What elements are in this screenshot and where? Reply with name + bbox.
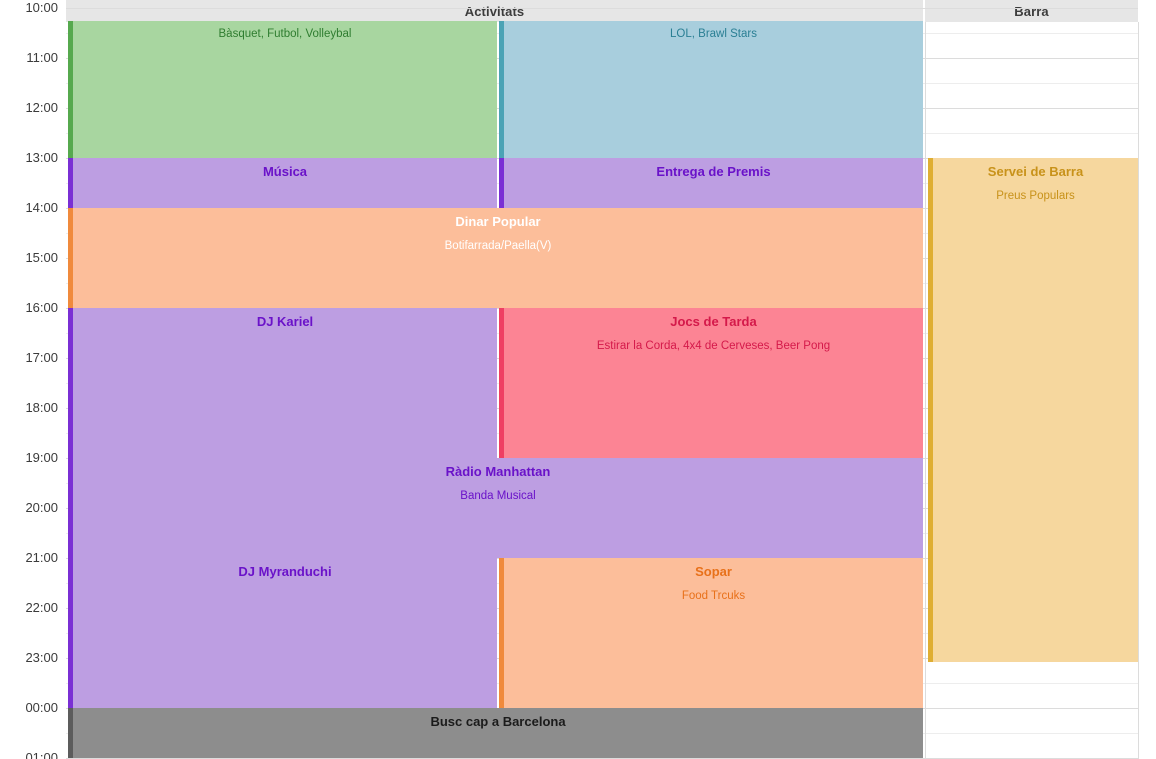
time-label: 10:00 — [25, 0, 58, 15]
time-label: 01:00 — [25, 750, 58, 759]
time-label: 00:00 — [25, 700, 58, 715]
event-busc-cap-a-barcelona[interactable]: Busc cap a Barcelona — [68, 708, 923, 758]
event-esports[interactable]: Bàsquet, Futbol, Volleybal — [68, 20, 497, 158]
event-subtitle: Preus Populars — [996, 190, 1075, 203]
time-label: 18:00 — [25, 400, 58, 415]
time-label: 16:00 — [25, 300, 58, 315]
event-title: Jocs de Tarda — [670, 314, 757, 329]
event-dj-myranduchi[interactable]: DJ Myranduchi — [68, 558, 497, 708]
grid-line-hour — [66, 8, 1138, 9]
time-label: 23:00 — [25, 650, 58, 665]
column-header-activitats[interactable]: Activitats — [66, 0, 924, 22]
time-axis: 10:00 11:00 12:00 13:00 14:00 15:00 16:00 17:00… — [0, 0, 66, 759]
event-subtitle: Botifarrada/Paella(V) — [444, 240, 552, 253]
event-title: Sopar — [695, 564, 732, 579]
time-label: 21:00 — [25, 550, 58, 565]
event-subtitle: Bàsquet, Futbol, Volleybal — [218, 27, 352, 40]
event-title: Dinar Popular — [455, 214, 541, 229]
event-title: Busc cap a Barcelona — [430, 714, 566, 729]
time-label: 12:00 — [25, 100, 58, 115]
event-title: Ràdio Manhattan — [445, 464, 551, 479]
time-label: 19:00 — [25, 450, 58, 465]
event-subtitle: Estirar la Corda, 4x4 de Cerveses, Beer … — [596, 340, 831, 353]
grid-right-edge — [1138, 22, 1139, 759]
event-dj-kariel[interactable]: DJ Kariel — [68, 308, 497, 458]
event-subtitle: Banda Musical — [460, 490, 536, 503]
event-subtitle: LOL, Brawl Stars — [670, 27, 757, 40]
event-entrega-de-premis[interactable]: Entrega de Premis — [499, 158, 923, 208]
time-label: 15:00 — [25, 250, 58, 265]
event-title: Música — [262, 164, 308, 179]
time-label: 13:00 — [25, 150, 58, 165]
event-title: Entrega de Premis — [656, 164, 771, 179]
event-title: DJ Myranduchi — [238, 564, 332, 579]
column-header-row: Activitats Barra — [0, 0, 1156, 22]
column-divider — [925, 22, 926, 759]
time-label: 11:00 — [26, 50, 58, 65]
time-label: 17:00 — [25, 350, 58, 365]
column-header-barra[interactable]: Barra — [925, 0, 1138, 22]
event-title: Servei de Barra — [987, 164, 1084, 179]
event-videojocs[interactable]: LOL, Brawl Stars — [499, 20, 923, 158]
schedule-grid[interactable]: Bàsquet, Futbol, Volleybal LOL, Brawl Sta… — [66, 8, 1139, 759]
event-title: DJ Kariel — [256, 314, 314, 329]
time-label: 20:00 — [25, 500, 58, 515]
time-label: 14:00 — [25, 200, 58, 215]
event-musica[interactable]: Música — [68, 158, 497, 208]
event-subtitle: Food Trcuks — [681, 590, 746, 603]
time-label: 22:00 — [25, 600, 58, 615]
